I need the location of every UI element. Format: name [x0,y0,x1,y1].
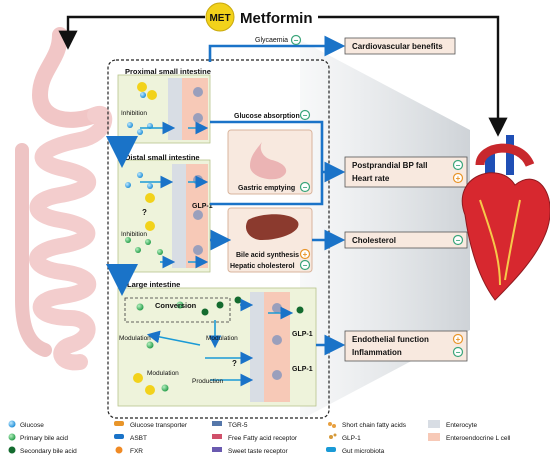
legend-label-6: TGR-5 [228,422,248,429]
region-distal: Distal small intestine [125,153,200,162]
region-proximal: Proximal small intestine [125,67,211,76]
proximal-panel [117,74,211,144]
legend-label-1: Primary bile acid [20,435,68,442]
sign-bile-acid: + [303,250,308,259]
outcome-bp-fall: Postprandial BP fall [352,161,427,170]
met-badge-circle [205,2,235,32]
label-glp1-large-top: GLP-1 [292,331,313,338]
pathway-signs [290,34,311,271]
sign-heart-rate: + [456,174,461,183]
glucose-particles [125,92,153,189]
outcome-heart-rate: Heart rate [352,174,390,183]
connector-lines [208,35,346,356]
sign-gastric-emptying: − [303,183,308,192]
legend-label-10: GLP-1 [342,435,361,442]
label-modulation-left: Modulation [119,335,151,342]
label-bile-acid-synthesis: Bile acid synthesis [236,252,299,259]
label-question-2: ? [232,359,237,368]
legend-label-4: ASBT [130,435,147,442]
sign-bp-fall: − [456,161,461,170]
label-glp1-large-bottom: GLP-1 [292,366,313,373]
sign-cholesterol: − [456,236,461,245]
legend-label-0: Glucose [20,422,44,429]
gut-illustration [15,27,113,371]
legend-label-2: Secondary bile acid [20,448,77,455]
label-glucose-absorption: Glucose absorption [234,113,300,120]
outcome-boxes [344,37,468,362]
outcome-cardio: Cardiovascular benefits [352,42,443,51]
sign-glucose-absorption: − [303,111,308,120]
label-inhibition-1: Inhibition [121,110,147,117]
label-production: Production [192,378,223,385]
met-badge-text: MET [209,13,230,24]
label-hepatic-cholesterol: Hepatic cholesterol [230,263,295,270]
legend-label-3: Glucose transporter [130,422,188,429]
sign-endothelial: + [456,335,461,344]
label-glycaemia: Glycaemia [255,37,288,44]
sign-hepatic-cholesterol: − [303,261,308,270]
arrow-to-heart [318,15,508,137]
label-modulation-right: Modulation [206,335,238,342]
outcome-endothelial: Endothelial function [352,335,429,344]
distal-panel [117,159,211,273]
sign-inflammation: − [456,348,461,357]
legend-label-7: Free Fatty acid receptor [228,435,298,442]
heart-icon [461,135,550,301]
arrow-to-gut [58,15,205,50]
bile-acid-particles [125,237,304,392]
met-particles [133,82,157,395]
label-question-1: ? [142,208,147,217]
legend [8,420,440,454]
sign-glycaemia: − [294,36,299,45]
region-large: Large intestine [127,280,180,289]
stomach-icon [250,142,287,180]
label-glp1-distal: GLP-1 [192,203,213,210]
legend-label-8: Sweet taste receptor [228,448,288,455]
intestine-frame [107,59,330,419]
label-modulation-bottom: Modulation [147,370,179,377]
projection-beam [300,40,470,420]
legend-label-13: Enteroendocrine L cell [446,435,511,442]
label-inhibition-2: Inhibition [121,231,147,238]
label-gastric-emptying: Gastric emptying [238,185,295,192]
liver-icon [245,214,299,240]
label-conversion: Conversion [155,301,197,310]
legend-label-9: Short chain fatty acids [342,422,407,429]
internal-arrows [140,121,294,387]
metformin-title: Metformin [240,10,313,27]
legend-label-11: Gut microbiota [342,448,385,455]
outcome-signs [452,159,464,358]
outcome-cholesterol: Cholesterol [352,236,396,245]
legend-label-5: FXR [130,448,143,455]
legend-label-12: Enterocyte [446,422,477,429]
outcome-inflammation: Inflammation [352,348,402,357]
